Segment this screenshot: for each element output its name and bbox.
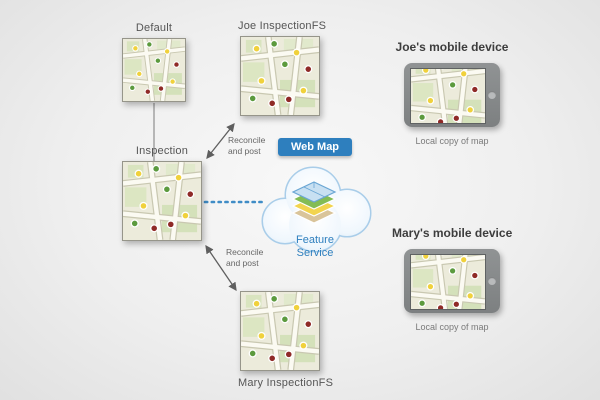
tablet-home-button [488, 277, 496, 285]
tablet-home-button [488, 91, 496, 99]
mary-device-title: Mary's mobile device [392, 226, 513, 240]
edge-label-mary: Reconcile and post [226, 247, 264, 268]
node-inspection-label: Inspection [135, 145, 189, 157]
web-map-badge: Web Map [277, 138, 353, 156]
feature-service-cloud: Web Map [248, 138, 382, 263]
node-mary-label: Mary InspectionFS [238, 377, 334, 389]
node-joe-label: Joe InspectionFS [238, 20, 327, 32]
node-default: Default [118, 22, 190, 102]
joe-tablet-screen [410, 68, 486, 124]
joe-map-thumbnail [240, 36, 320, 116]
node-joe-inspectionfs: Joe InspectionFS [238, 20, 327, 116]
feature-service-label: Feature Service [296, 234, 334, 259]
cloud-icon [261, 166, 372, 253]
joe-device-caption: Local copy of map [415, 136, 489, 146]
edge-label-joe: Reconcile and post [228, 135, 266, 156]
mary-device-caption: Local copy of map [415, 322, 489, 332]
joe-tablet-frame [404, 63, 500, 127]
node-inspection: Inspection [120, 145, 204, 241]
joe-device: Joe's mobile device Local copy of map [392, 40, 512, 146]
mary-map-thumbnail [240, 291, 320, 371]
mary-tablet-frame [404, 249, 500, 313]
default-map-thumbnail [122, 38, 186, 102]
map-layers-icon [291, 181, 337, 224]
joe-device-title: Joe's mobile device [395, 40, 509, 54]
node-mary-inspectionfs: Mary InspectionFS [238, 291, 334, 389]
mary-device: Mary's mobile device Local copy of map [392, 226, 512, 332]
mary-tablet-screen [410, 254, 486, 310]
inspection-map-thumbnail [122, 161, 202, 241]
node-default-label: Default [135, 22, 173, 34]
